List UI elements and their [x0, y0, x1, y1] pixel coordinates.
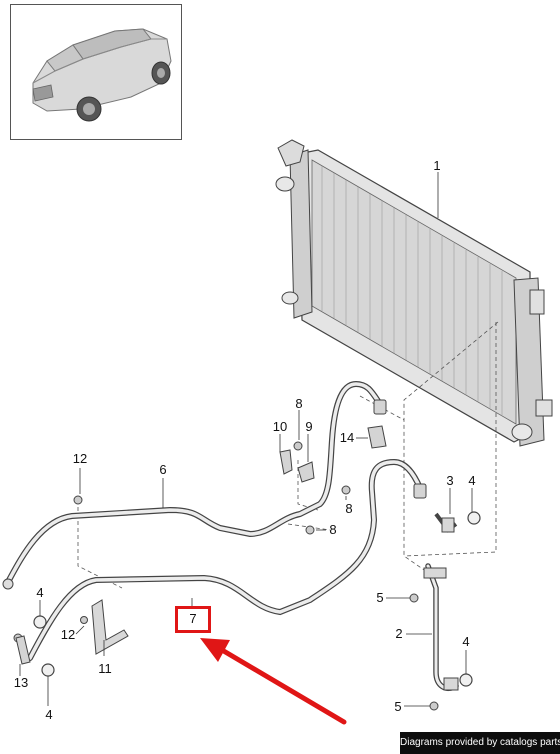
- callout-1: 1: [433, 158, 441, 173]
- callout-4-left: 4: [36, 585, 44, 600]
- bracket-part-11: [91, 599, 129, 655]
- callout-4-right: 4: [468, 473, 476, 488]
- callout-9: 9: [305, 419, 313, 434]
- callout-2: 2: [395, 626, 403, 641]
- bracket-part-14: [367, 425, 387, 449]
- callout-12-top: 12: [72, 451, 88, 466]
- connector-part-3: [434, 512, 458, 533]
- callout-10: 10: [272, 419, 288, 434]
- callout-12-bottom: 12: [60, 627, 76, 642]
- callout-7: 7: [189, 611, 197, 626]
- red-arrow-icon: [200, 638, 347, 725]
- callout-3: 3: [446, 473, 454, 488]
- hose-part-7: [27, 458, 427, 661]
- pipe-part-2: [423, 563, 459, 692]
- callout-5-top: 5: [376, 590, 384, 605]
- hose-part-6: [2, 380, 387, 590]
- callout-8-top: 8: [295, 396, 303, 411]
- credit-banner: Diagrams provided by catalogs parts: [400, 732, 560, 754]
- leader-lines: [19, 410, 473, 707]
- bracket-part-10: [279, 449, 293, 475]
- radiator-part-1: [275, 139, 553, 447]
- callout-5-bottom: 5: [394, 699, 402, 714]
- fitting-part-13: [15, 635, 31, 665]
- callout-4-lower-right: 4: [462, 634, 470, 649]
- callout-8-low: 8: [329, 522, 337, 537]
- callout-8-mid: 8: [345, 501, 353, 516]
- callout-13: 13: [13, 675, 29, 690]
- callout-11: 11: [98, 661, 112, 676]
- vehicle-thumbnail-frame: [10, 4, 182, 140]
- callout-14: 14: [339, 430, 355, 445]
- highlight-box: [175, 606, 211, 633]
- callout-6: 6: [159, 462, 167, 477]
- suv-thumbnail-icon: [32, 28, 172, 122]
- clip-part-9: [297, 461, 315, 483]
- callout-4-bottom-left: 4: [45, 707, 53, 722]
